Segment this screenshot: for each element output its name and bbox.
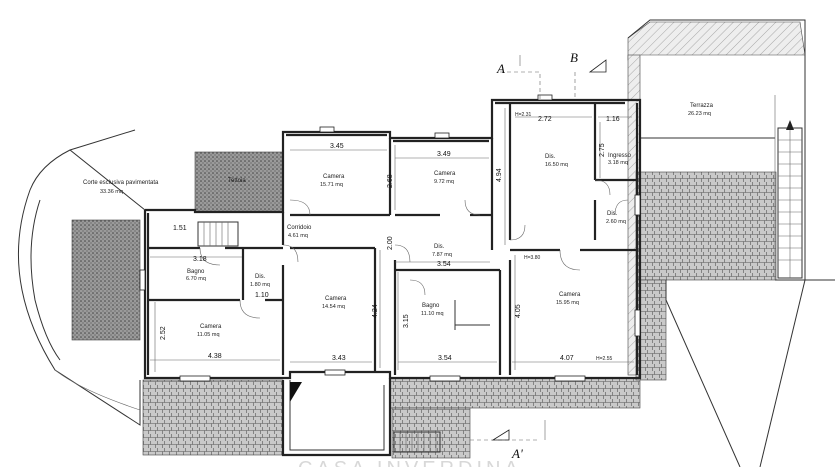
- room-area-bagno-left: 6.70 mq: [186, 276, 206, 282]
- bottom-stone-band-lower: [391, 407, 471, 459]
- room-name-camera-left: Camera: [200, 324, 222, 330]
- room-area-dis-center: 7.87 mq: [432, 252, 452, 258]
- room-area-dis-small: 2.60 mq: [606, 219, 626, 225]
- dim-3-45: 3.45: [330, 143, 344, 150]
- dim-3-18: 3.18: [193, 256, 207, 263]
- room-name-ingresso: Ingresso: [608, 153, 632, 159]
- tettoia-hatched-area: [194, 151, 284, 213]
- room-area-camera-2: 9.72 mq: [434, 179, 454, 185]
- dim-4-07: 4.07: [560, 355, 574, 362]
- dimension-lines: [150, 108, 634, 372]
- door-swings: [199, 179, 629, 319]
- dim-4-94: 4.94: [496, 168, 503, 182]
- room-name-dis-center: Dis.: [434, 244, 445, 250]
- right-diagonal-line: [759, 279, 806, 467]
- interior-walls: [148, 103, 637, 375]
- dim-2-68: 2.68: [387, 174, 394, 188]
- inner-stair: [197, 221, 239, 247]
- room-name-camera-center: Camera: [325, 296, 347, 302]
- room-area-corte: 33.36 mq: [100, 189, 123, 195]
- bottom-stone-band-right: [389, 377, 641, 409]
- room-area-bagno-center: 11.10 mq: [421, 311, 444, 317]
- dim-2-72: 2.72: [538, 116, 552, 123]
- room-name-dis-top: Dis.: [545, 154, 556, 160]
- height-2-55: H=2.55: [596, 356, 612, 362]
- room-area-dis-top: 16.50 mq: [545, 162, 568, 168]
- courtyard-outline: [17, 129, 146, 426]
- room-area-camera-1: 15.71 mq: [320, 182, 343, 188]
- bottom-stone-band: [142, 379, 284, 456]
- height-3-80: H=3.80: [524, 255, 540, 261]
- room-area-camera-right: 15.95 mq: [556, 300, 579, 306]
- room-area-camera-center: 14.54 mq: [322, 304, 345, 310]
- height-2-31: H=2.31: [515, 112, 531, 118]
- dim-1-10: 1.10: [255, 292, 269, 299]
- room-area-camera-left: 11.05 mq: [197, 332, 220, 338]
- bottom-entrance: [281, 378, 441, 457]
- room-area-dis-left: 1.80 mq: [250, 282, 270, 288]
- window-markers: [139, 94, 641, 382]
- dim-1-16: 1.16: [606, 116, 620, 123]
- room-area-ingresso: 3.18 mq: [608, 160, 628, 166]
- dim-3-54-top: 3.54: [437, 261, 451, 268]
- room-name-corte: Corte esclusiva pavimentata: [83, 180, 159, 186]
- dim-3-15: 3.15: [403, 314, 410, 328]
- section-mark-a: A: [496, 61, 505, 76]
- room-area-corridoio: 4.61 mq: [288, 233, 308, 239]
- room-name-dis-small: Dis.: [607, 211, 618, 217]
- dim-1-51: 1.51: [173, 225, 187, 232]
- room-area-terrazza: 26.23 mq: [688, 111, 711, 117]
- dim-4-24: 4.24: [372, 304, 379, 318]
- terrace-outline: [627, 19, 835, 467]
- room-name-bagno-left: Bagno: [187, 269, 205, 275]
- dim-3-43: 3.43: [332, 355, 346, 362]
- room-name-corridoio: Corridoio: [287, 225, 312, 231]
- room-name-camera-right: Camera: [559, 292, 581, 298]
- dim-2-00: 2.00: [387, 236, 394, 250]
- room-name-camera-1: Camera: [323, 174, 345, 180]
- section-lines: [470, 55, 607, 441]
- right-stone-area: [635, 171, 777, 281]
- right-staircase: [777, 120, 803, 279]
- dim-4-38: 4.38: [208, 353, 222, 360]
- room-name-terrazza: Terrazza: [690, 103, 714, 109]
- watermark-text: CASA INVERDINA: [298, 458, 522, 467]
- room-name-camera-2: Camera: [434, 171, 456, 177]
- room-name-tettoia: Tettoia: [228, 178, 246, 184]
- section-mark-a-prime: A': [511, 446, 523, 461]
- dim-4-05: 4.05: [515, 304, 522, 318]
- section-mark-b: B: [570, 50, 578, 65]
- left-hatched-area: [71, 219, 141, 341]
- dim-3-49: 3.49: [437, 151, 451, 158]
- room-name-bagno-center: Bagno: [422, 303, 440, 309]
- dim-3-54-bottom: 3.54: [438, 355, 452, 362]
- terrace-top-hatch: [627, 21, 806, 61]
- dim-2-52: 2.52: [160, 326, 167, 340]
- room-name-dis-left: Dis.: [255, 274, 266, 280]
- dim-2-75: 2.75: [599, 143, 606, 157]
